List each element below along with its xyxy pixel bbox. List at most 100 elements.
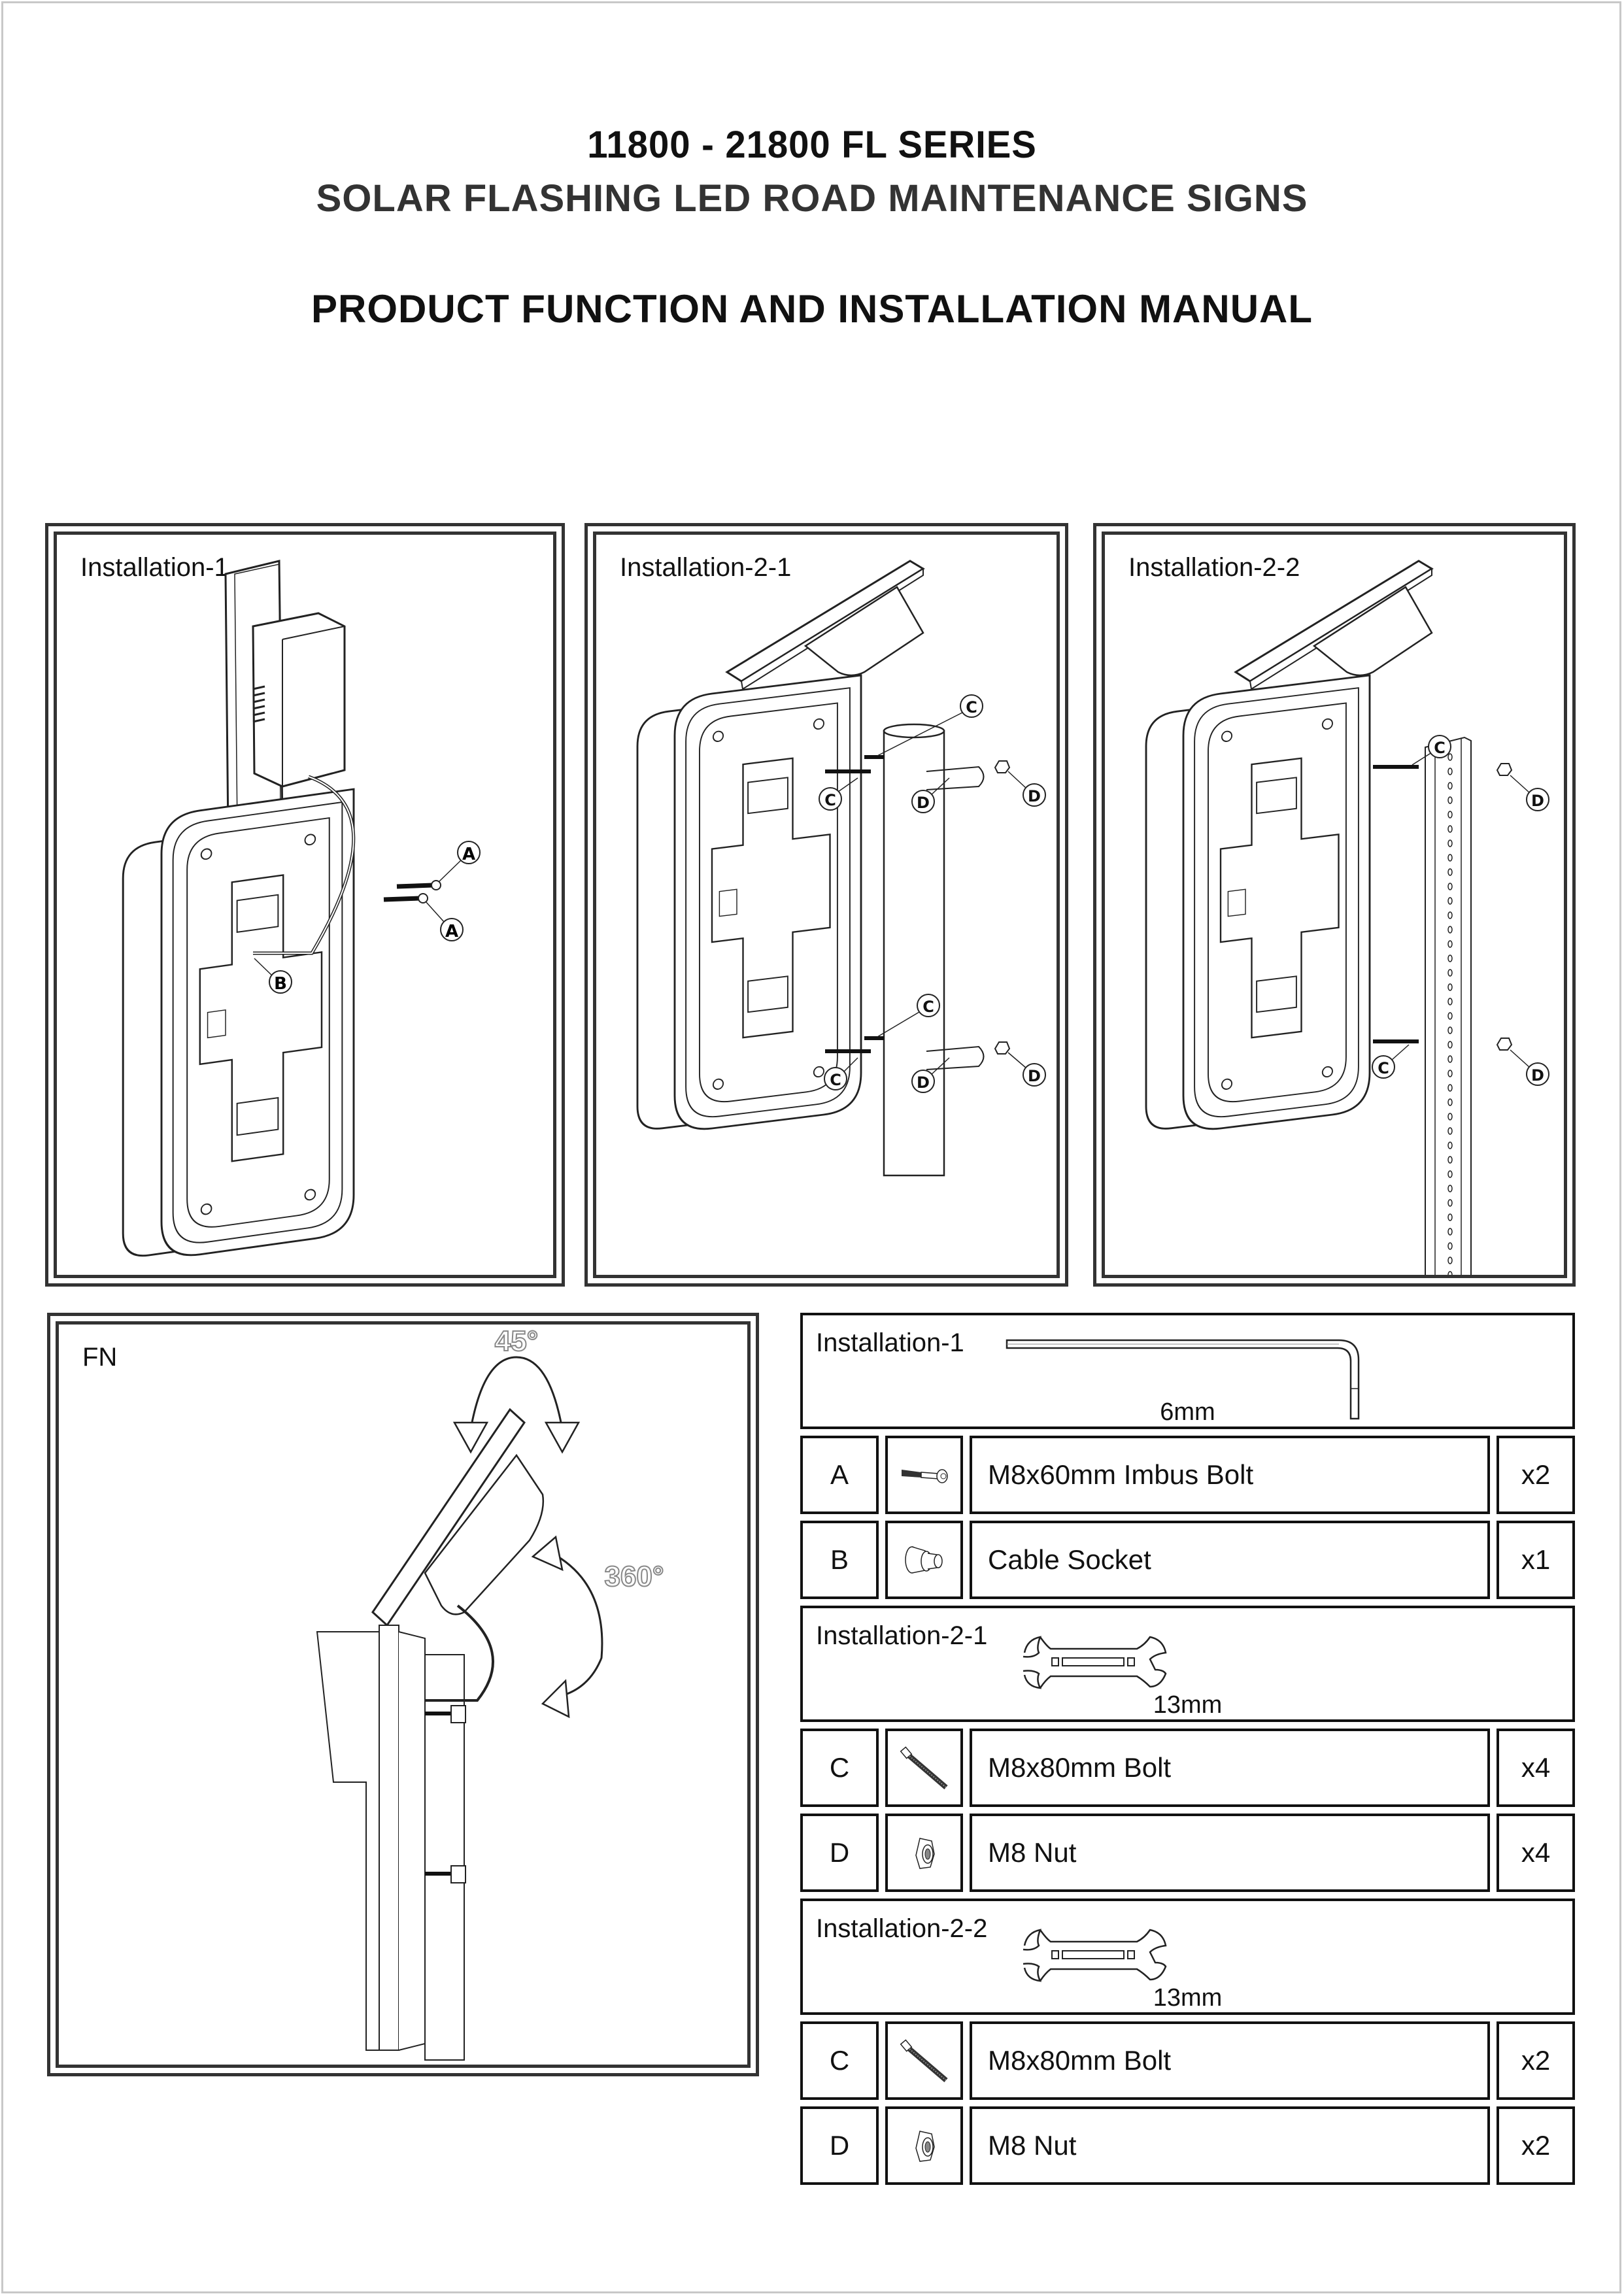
part-image (885, 2021, 963, 2100)
nut-icon (915, 2131, 935, 2162)
callout-c: C (877, 994, 940, 1038)
part-code-text: A (830, 1459, 849, 1490)
svg-text:C: C (1434, 739, 1446, 757)
rotation-angle-label: 360° (604, 1561, 664, 1593)
part-code: C (800, 2021, 879, 2100)
part-image (885, 1436, 963, 1514)
part-code: A (800, 1436, 879, 1514)
svg-text:C: C (1378, 1059, 1389, 1077)
installation-2-2-drawing: C C D D (1145, 560, 1549, 1275)
svg-text:B: B (274, 974, 287, 994)
part-quantity-text: x2 (1521, 2130, 1551, 2161)
callout-c: C (1412, 735, 1451, 766)
svg-text:C: C (922, 998, 934, 1016)
fn-side-view-drawing: 45° 360° (316, 1325, 665, 2061)
wrench-icon (1023, 1636, 1167, 1689)
part-quantity: x1 (1497, 1521, 1575, 1599)
svg-text:A: A (445, 922, 458, 941)
part-quantity: x4 (1497, 1814, 1575, 1892)
callout-c: C (824, 1057, 858, 1090)
part-code: B (800, 1521, 879, 1599)
svg-text:D: D (1531, 1066, 1544, 1085)
panel-label: Installation-2-1 (620, 553, 792, 582)
part-code-text: D (829, 2130, 850, 2161)
part-code-text: D (829, 1837, 850, 1868)
product-title: SOLAR FLASHING LED ROAD MAINTENANCE SIGN… (316, 177, 1308, 220)
callout-c: C (877, 694, 983, 756)
fn-panel: FN 45° 360° (47, 1313, 759, 2076)
parts-group-header: Installation-2-1 13mm (800, 1606, 1575, 1722)
part-code: D (800, 2106, 879, 2185)
part-name: M8x80mm Bolt (970, 2021, 1490, 2100)
tool-size: 13mm (1153, 1984, 1223, 2012)
installation-2-1-panel: Installation-2-1 C C C C (584, 523, 1068, 1287)
svg-text:D: D (917, 1073, 930, 1092)
part-quantity: x4 (1497, 1729, 1575, 1807)
part-quantity-text: x2 (1521, 1459, 1551, 1490)
part-image (885, 1521, 963, 1599)
svg-text:C: C (824, 791, 836, 809)
part-name: M8 Nut (970, 1814, 1490, 1892)
svg-text:D: D (1028, 1067, 1041, 1085)
callout-d: D (1007, 771, 1046, 807)
panel-label: Installation-2-2 (1128, 553, 1300, 582)
nut-icon (915, 1838, 935, 1869)
svg-text:C: C (966, 698, 977, 717)
tool-size: 6mm (1160, 1398, 1215, 1426)
part-name-text: M8 Nut (988, 1837, 1077, 1868)
part-code: C (800, 1729, 879, 1807)
svg-text:C: C (830, 1071, 841, 1089)
part-quantity-text: x4 (1521, 1837, 1551, 1868)
svg-text:D: D (917, 794, 930, 812)
svg-text:A: A (462, 845, 475, 864)
part-name-text: M8 Nut (988, 2130, 1077, 2161)
imbus-bolt-icon (901, 1469, 948, 1483)
part-name-text: M8x80mm Bolt (988, 1752, 1172, 1783)
panel-label: FN (82, 1343, 118, 1372)
part-code-text: B (830, 1544, 849, 1575)
installation-1-panel: Installation-1 (45, 523, 565, 1287)
series-title: 11800 - 21800 FL SERIES (587, 124, 1037, 166)
part-code-text: C (829, 1752, 850, 1783)
part-quantity: x2 (1497, 2021, 1575, 2100)
panel-label: Installation-1 (80, 553, 229, 582)
hex-key-icon (1006, 1339, 1360, 1420)
part-quantity: x2 (1497, 1436, 1575, 1514)
part-image (885, 1729, 963, 1807)
part-code: D (800, 1814, 879, 1892)
installation-1-drawing: A A B (122, 560, 481, 1261)
part-name: M8x80mm Bolt (970, 1729, 1490, 1807)
callout-c: C (1372, 1044, 1410, 1079)
part-image (885, 2106, 963, 2185)
tool-size: 13mm (1153, 1691, 1223, 1719)
callout-d: D (911, 777, 950, 813)
part-name-text: M8x60mm Imbus Bolt (988, 1459, 1254, 1490)
part-name: Cable Socket (970, 1521, 1490, 1599)
part-name-text: Cable Socket (988, 1544, 1151, 1575)
svg-text:D: D (1028, 787, 1041, 805)
callout-b: B (254, 958, 292, 994)
part-quantity: x2 (1497, 2106, 1575, 2185)
svg-text:D: D (1531, 792, 1544, 810)
part-name: M8x60mm Imbus Bolt (970, 1436, 1490, 1514)
part-quantity-text: x2 (1521, 2045, 1551, 2076)
installation-2-1-drawing: C C C C D D D D (636, 560, 1046, 1177)
callout-a: A (439, 841, 481, 882)
tilt-angle-label: 45° (495, 1325, 539, 1357)
bolt-icon (900, 2039, 948, 2083)
part-image (885, 1814, 963, 1892)
part-code-text: C (829, 2045, 850, 2076)
cable-socket-icon (904, 1546, 943, 1574)
manual-title: PRODUCT FUNCTION AND INSTALLATION MANUAL (311, 287, 1313, 331)
callout-d: D (1510, 775, 1549, 811)
installation-2-2-panel: Installation-2-2 C C D D (1093, 523, 1576, 1287)
callout-d: D (1510, 1049, 1549, 1086)
part-quantity-text: x4 (1521, 1752, 1551, 1783)
callout-d: D (911, 1057, 950, 1093)
parts-group-label: Installation-2-2 (816, 1914, 988, 1943)
callout-a: A (426, 902, 464, 941)
wrench-icon (1023, 1929, 1167, 1982)
part-name-text: M8x80mm Bolt (988, 2045, 1172, 2076)
parts-group-label: Installation-2-1 (816, 1621, 988, 1650)
